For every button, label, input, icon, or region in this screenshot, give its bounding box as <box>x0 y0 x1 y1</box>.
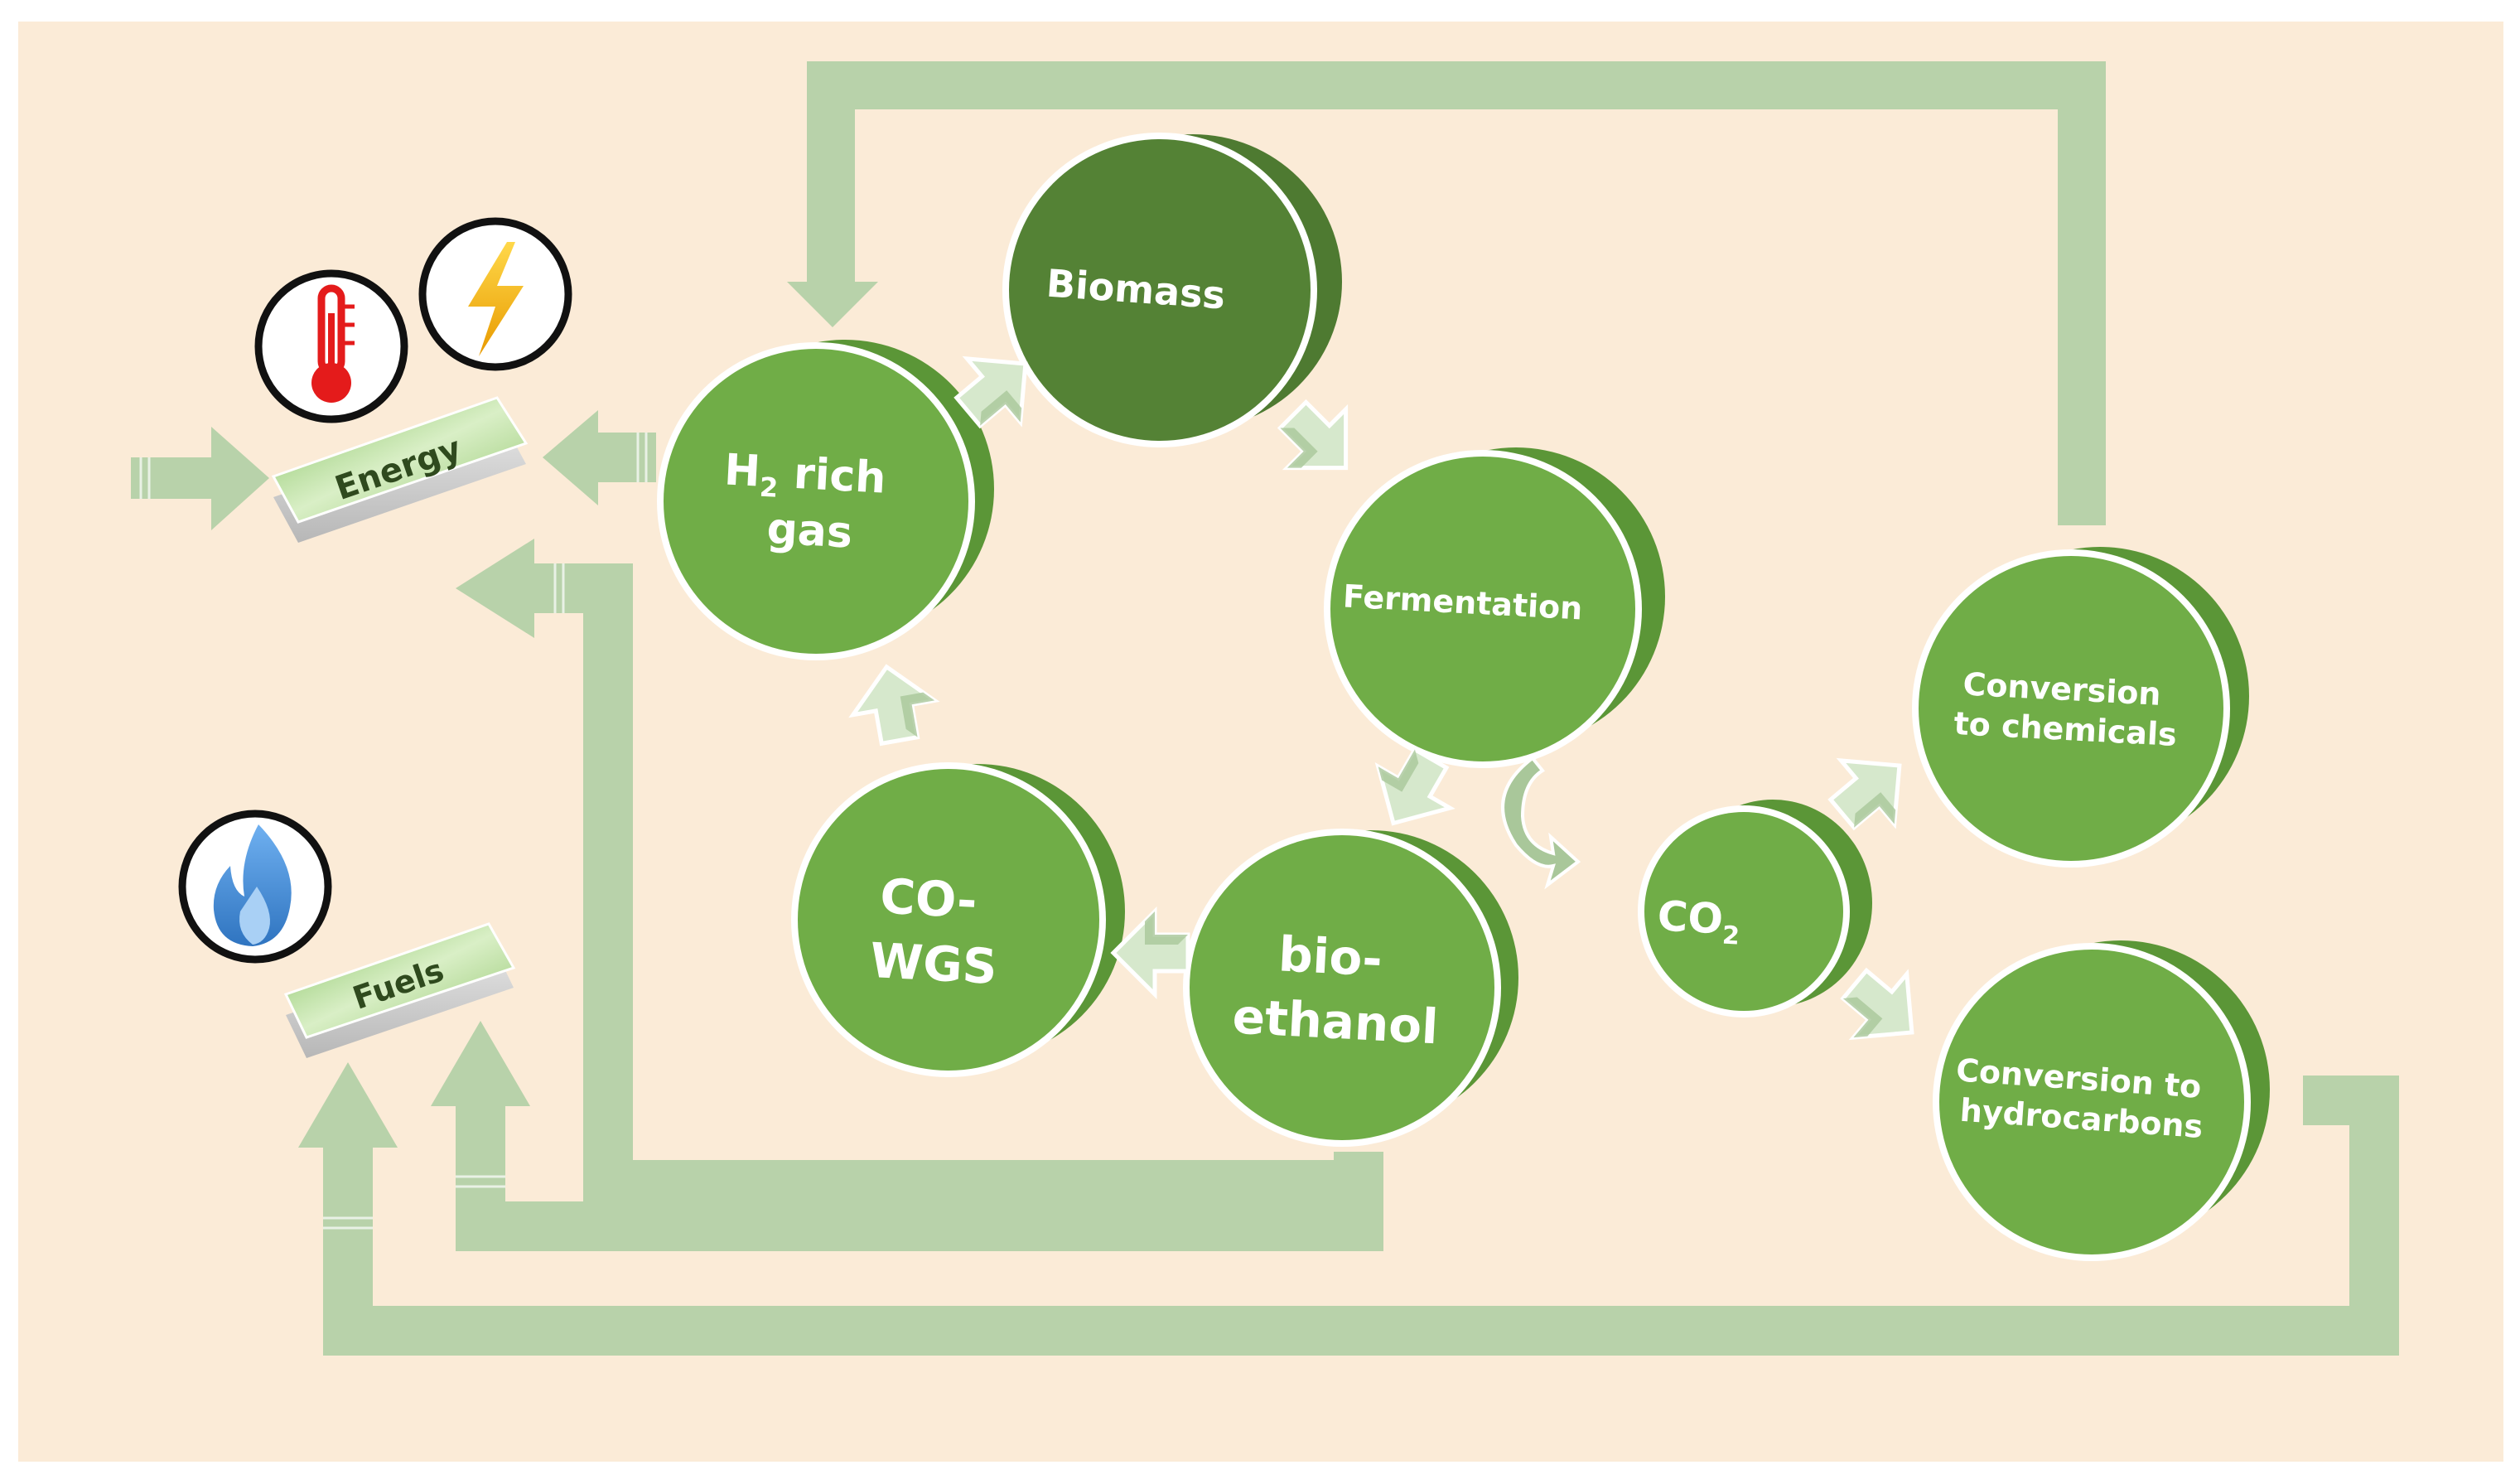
node-bioethanol: bio- ethanol <box>1183 829 1518 1147</box>
flame-icon <box>178 810 332 964</box>
bioethanol-label-line2: ethanol <box>1231 988 1440 1055</box>
pipe-ribs <box>139 433 648 1230</box>
co2-subscript: 2 <box>1721 921 1740 951</box>
node-conversion-to-chemicals: Conversion to chemicals <box>1912 547 2249 868</box>
cowgs-label-line1: CO- <box>879 868 978 929</box>
node-biomass: Biomass <box>1002 133 1342 447</box>
h2-symbol: H <box>723 445 762 496</box>
flow-pipes <box>131 61 2399 1356</box>
cowgs-label-line2: WGS <box>869 932 999 995</box>
h2-rich-label: rich <box>778 448 887 504</box>
svg-text:CO2: CO2 <box>1656 892 1741 950</box>
h2-subscript: 2 <box>759 471 779 504</box>
node-co2: CO2 <box>1638 800 1872 1018</box>
svg-text:H2 rich gas: H2 rich gas <box>720 445 902 560</box>
node-conversion-to-hydrocarbons: Conversion to hydrocarbons <box>1933 940 2270 1261</box>
h2-gas-label: gas <box>765 504 853 558</box>
svg-text:CO- WGS: CO- WGS <box>869 868 1002 995</box>
node-h2-rich-gas: H2 rich gas <box>657 340 994 660</box>
node-co-wgs: CO- WGS <box>791 762 1125 1077</box>
co2-symbol: CO <box>1656 892 1724 943</box>
bioethanol-label-line1: bio- <box>1277 926 1384 987</box>
node-fermentation: Fermentation <box>1324 447 1665 768</box>
thermometer-icon <box>254 269 408 423</box>
svg-text:bio- ethanol: bio- ethanol <box>1231 924 1443 1056</box>
curved-arrow-fermentation-to-co2 <box>1501 756 1581 890</box>
lightning-bolt-icon <box>418 217 572 371</box>
